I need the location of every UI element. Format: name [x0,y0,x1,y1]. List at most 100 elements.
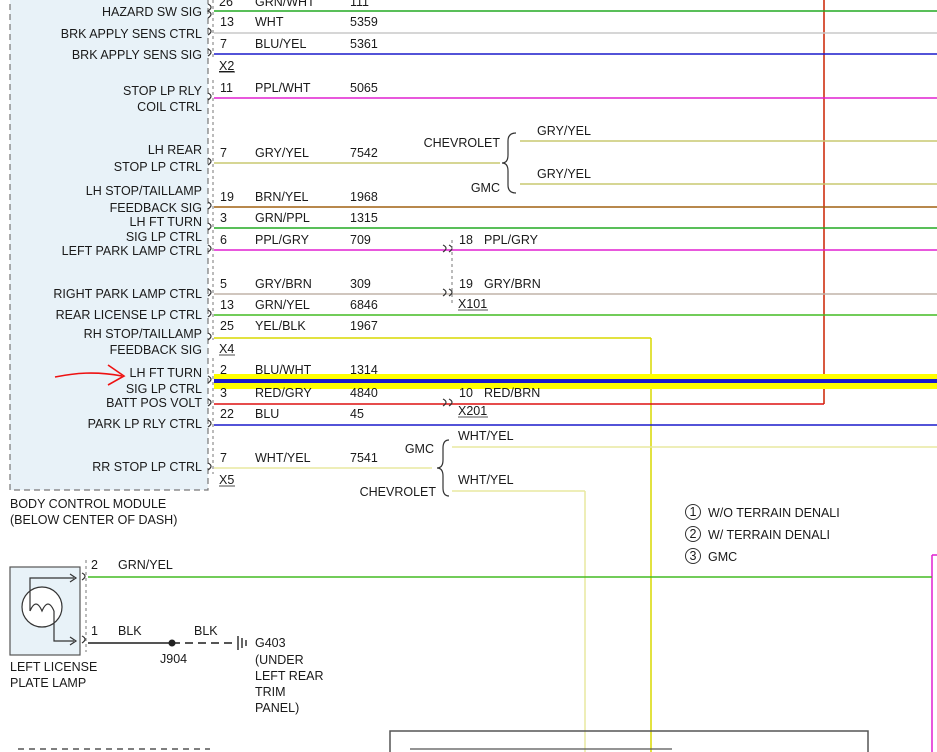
legend-number: 2 [690,527,697,541]
inline-connector-bracket [442,244,453,253]
circuit-number: 309 [350,277,371,291]
connector-bracket [207,332,212,341]
connector-bracket [207,244,212,253]
connector-id-x4: X4 [219,342,234,356]
pin-label-lh-rear: LH REAR [148,143,202,157]
pin-label-rr-stop-lp-ctrl: RR STOP LP CTRL [92,460,202,474]
circuit-number: 5361 [350,37,378,51]
connector-bracket [207,419,212,428]
connector-id-x101: X101 [458,297,487,311]
circuit-number: 5359 [350,15,378,29]
connector-bracket [207,92,212,101]
lamp-name: PLATE LAMP [10,676,86,690]
circuit-number: 5065 [350,81,378,95]
lamp-wire-color: BLK [194,624,218,638]
wire-color-label: GRN/PPL [255,211,310,225]
pin-label-rear-license-lp-ctrl: REAR LICENSE LP CTRL [56,308,202,322]
pin-label-rh-stop-taillamp: RH STOP/TAILLAMP [84,327,202,341]
connector-id-x2: X2 [219,59,234,73]
circuit-number: 1967 [350,319,378,333]
pin-label-lh-ft-turn: LH FT TURN [130,215,202,229]
inline-wire-color: GRY/BRN [484,277,541,291]
inline-pin-number: 10 [459,386,473,400]
wire-color-label: GRN/WHT [255,0,315,9]
connector-id-x5: X5 [219,473,234,487]
legend-number: 1 [690,505,697,519]
module-location: (BELOW CENTER OF DASH) [10,513,177,527]
pin-label-stop-lp-ctrl: STOP LP CTRL [114,160,202,174]
variant-chevrolet-rr: CHEVROLET [360,485,437,499]
legend-number-circle [685,526,701,542]
variant-chevrolet: CHEVROLET [424,136,501,150]
lamp-connector-arrow [69,573,78,646]
lamp-filament-icon [29,603,55,613]
annotation-arrowhead [107,364,126,386]
legend-text: W/O TERRAIN DENALI [708,506,840,520]
connector-id-x201: X201 [458,404,487,418]
pin-number: 11 [220,81,233,95]
pin-label-brk-apply-sens-sig: BRK APPLY SENS SIG [72,48,202,62]
wire-color-label: BRN/YEL [255,190,309,204]
wire-color-label: WHT [255,15,284,29]
ground-desc: (UNDER [255,653,304,667]
connector-bracket [206,3,212,19]
pin-number: 22 [220,407,234,421]
pin-label-brk-apply-sens-ctrl: BRK APPLY SENS CTRL [61,27,202,41]
connector-bracket [207,157,212,166]
pin-number: 7 [220,37,227,51]
pin-label-lh-stop-taillamp: LH STOP/TAILLAMP [86,184,202,198]
pin-number: 7 [220,146,227,160]
connector-bracket [207,375,212,384]
pin-label-sig-lp-ctrl: SIG LP CTRL [126,230,202,244]
splice-label: J904 [160,652,187,666]
circuit-number: 7541 [350,451,378,465]
legend-number-circle [685,504,701,520]
wire-color-label: YEL/BLK [255,319,306,333]
pin-label-feedback-sig: FEEDBACK SIG [110,201,202,215]
pin-number: 25 [220,319,234,333]
bottom-component-box [389,730,869,752]
ground-desc: TRIM [255,685,286,699]
circuit-number: 1314 [350,363,378,377]
circuit-number: 6846 [350,298,378,312]
connector-bracket [207,398,212,407]
variant-wire-label: GRY/YEL [537,124,591,138]
variant-brace [501,132,517,194]
connector-bracket [207,27,212,36]
inline-wire-color: PPL/GRY [484,233,539,247]
pin-label-coil-ctrl: COIL CTRL [137,100,202,114]
circuit-number: 7542 [350,146,378,160]
connector-bracket [207,288,212,297]
connector-bracket [207,309,212,318]
ground-icon [237,636,247,650]
pin-number: 5 [220,277,227,291]
lamp-bulb-icon [21,586,63,628]
wire-color-label: GRN/YEL [255,298,310,312]
wire-color-label: BLU/YEL [255,37,306,51]
connector-bracket [207,462,212,471]
wire-color-label: GRY/YEL [255,146,309,160]
ground-desc: PANEL) [255,701,299,715]
pin-label-park-lp-rly-ctrl: PARK LP RLY CTRL [88,417,202,431]
wire-color-label: BLU/WHT [255,363,312,377]
wire-color-label: WHT/YEL [255,451,311,465]
lamp-name: LEFT LICENSE [10,660,97,674]
legend-number-circle [685,548,701,564]
inline-connector-bracket [442,398,453,407]
wire-color-label: PPL/WHT [255,81,311,95]
variant-wire-label: WHT/YEL [458,473,514,487]
circuit-number: 1315 [350,211,378,225]
variant-wire-label: GRY/YEL [537,167,591,181]
lamp-wire-color: GRN/YEL [118,558,173,572]
pin-number: 19 [220,190,234,204]
pin-label-right-park-lamp-ctrl: RIGHT PARK LAMP CTRL [53,287,202,301]
legend-text: GMC [708,550,737,564]
legend-text: W/ TERRAIN DENALI [708,528,830,542]
wire-color-label: PPL/GRY [255,233,310,247]
pin-label-sig-lp-ctrl-2: SIG LP CTRL [126,382,202,396]
pin-label-batt-pos-volt: BATT POS VOLT [106,396,202,410]
lamp-pin-number: 1 [91,624,98,638]
wire-color-label: RED/GRY [255,386,312,400]
pin-label-lh-ft-turn-2: LH FT TURN [130,366,202,380]
